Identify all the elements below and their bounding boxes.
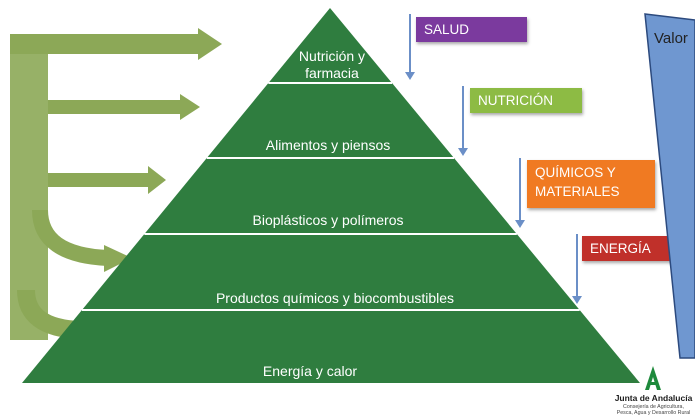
flow-arrow-1-shaft [10,34,206,54]
pyramid-tier-alimentos [206,83,454,158]
category-box-salud: SALUD [416,17,527,42]
flow-arrow-2-shaft [48,100,186,114]
category-box-nutricion: NUTRICIÓN [470,88,582,113]
flow-arrow-4-head [104,245,132,272]
pyramid-tier-quimicos [81,234,580,310]
flow-arrow-4-curve [32,209,109,266]
logo-name: Junta de Andalucía [614,393,693,403]
value-scale-wedge [644,13,695,359]
down-arrow-quimicos [515,158,525,228]
pyramid-tier-bioplasticos [144,158,517,234]
junta-andalucia-logo: Junta de Andalucía Consejería de Agricul… [612,360,695,417]
category-box-quimicos-materiales: QUÍMICOS Y MATERIALES [527,160,655,208]
logo-emblem-icon [645,366,661,390]
down-arrow-salud [405,14,415,80]
flow-arrow-3-shaft [48,173,154,187]
flow-arrow-2-head [180,94,200,120]
down-arrow-energia [572,234,582,304]
value-scale-label: Valor [654,30,688,47]
tier-label-energia: Energía y calor [262,363,358,379]
tier-label-quimicos: Productos químicos y biocombustibles [215,290,455,306]
logo-subtitle: Consejería de Agricultura, Pesca, Agua y… [616,404,691,416]
tier-label-nutricion: Nutrición y farmacia [298,48,366,81]
down-arrow-nutricion [458,86,468,156]
category-box-energia: ENERGÍA [582,236,677,261]
pyramid-tier-nutricion [268,8,392,83]
tier-label-alimentos: Alimentos y piensos [265,137,391,153]
flow-arrow-1-head [198,28,222,60]
tier-label-bioplasticos: Bioplásticos y polímeros [252,212,404,228]
flow-arrow-3-head [148,166,166,194]
pyramid-tier-energia [22,310,640,383]
